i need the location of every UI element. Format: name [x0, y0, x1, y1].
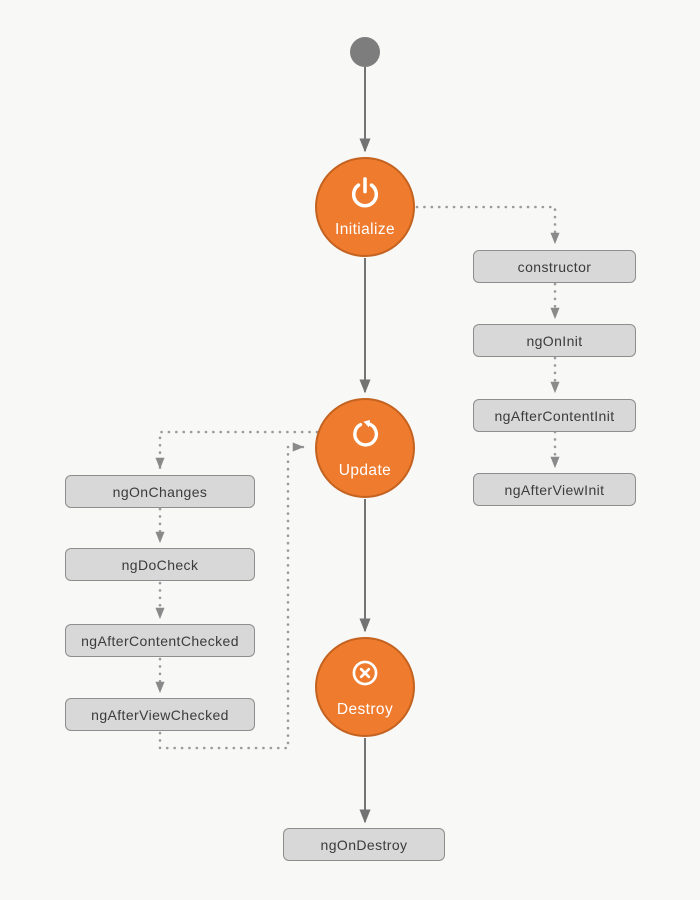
hook-box-ngafterviewinit: ngAfterViewInit	[473, 473, 636, 506]
connector-update-ngonchanges	[155, 430, 319, 470]
rotate-ccw-icon	[353, 419, 379, 447]
cancel-icon	[352, 660, 378, 686]
hook-label: ngAfterContentChecked	[81, 632, 239, 649]
hook-label: constructor	[517, 258, 592, 275]
hook-box-ngafterviewchecked: ngAfterViewChecked	[65, 698, 255, 731]
connector-initialize-constructor	[415, 205, 560, 245]
hook-box-ngondestroy: ngOnDestroy	[283, 828, 445, 861]
hook-label: ngOnChanges	[112, 483, 208, 500]
power-icon	[351, 177, 379, 208]
hook-label: ngAfterContentInit	[494, 407, 615, 424]
hook-box-constructor: constructor	[473, 250, 636, 283]
destroy-node: Destroy	[315, 637, 415, 737]
initialize-node: Initialize	[315, 157, 415, 257]
hook-box-ngoninit: ngOnInit	[473, 324, 636, 357]
initialize-label: Initialize	[335, 221, 395, 238]
hook-box-ngaftercontentinit: ngAfterContentInit	[473, 399, 636, 432]
update-node: Update	[315, 398, 415, 498]
destroy-label: Destroy	[336, 701, 394, 718]
update-label: Update	[338, 462, 392, 479]
hook-box-ngonchanges: ngOnChanges	[65, 475, 255, 508]
hook-box-ngaftercontentchecked: ngAfterContentChecked	[65, 624, 255, 657]
hook-label: ngOnInit	[526, 332, 583, 349]
hook-box-ngdocheck: ngDoCheck	[65, 548, 255, 581]
hook-label: ngAfterViewInit	[504, 481, 605, 498]
hook-label: ngOnDestroy	[320, 836, 408, 853]
hook-label: ngDoCheck	[121, 556, 199, 573]
start-node	[350, 37, 380, 67]
hook-label: ngAfterViewChecked	[91, 706, 229, 723]
